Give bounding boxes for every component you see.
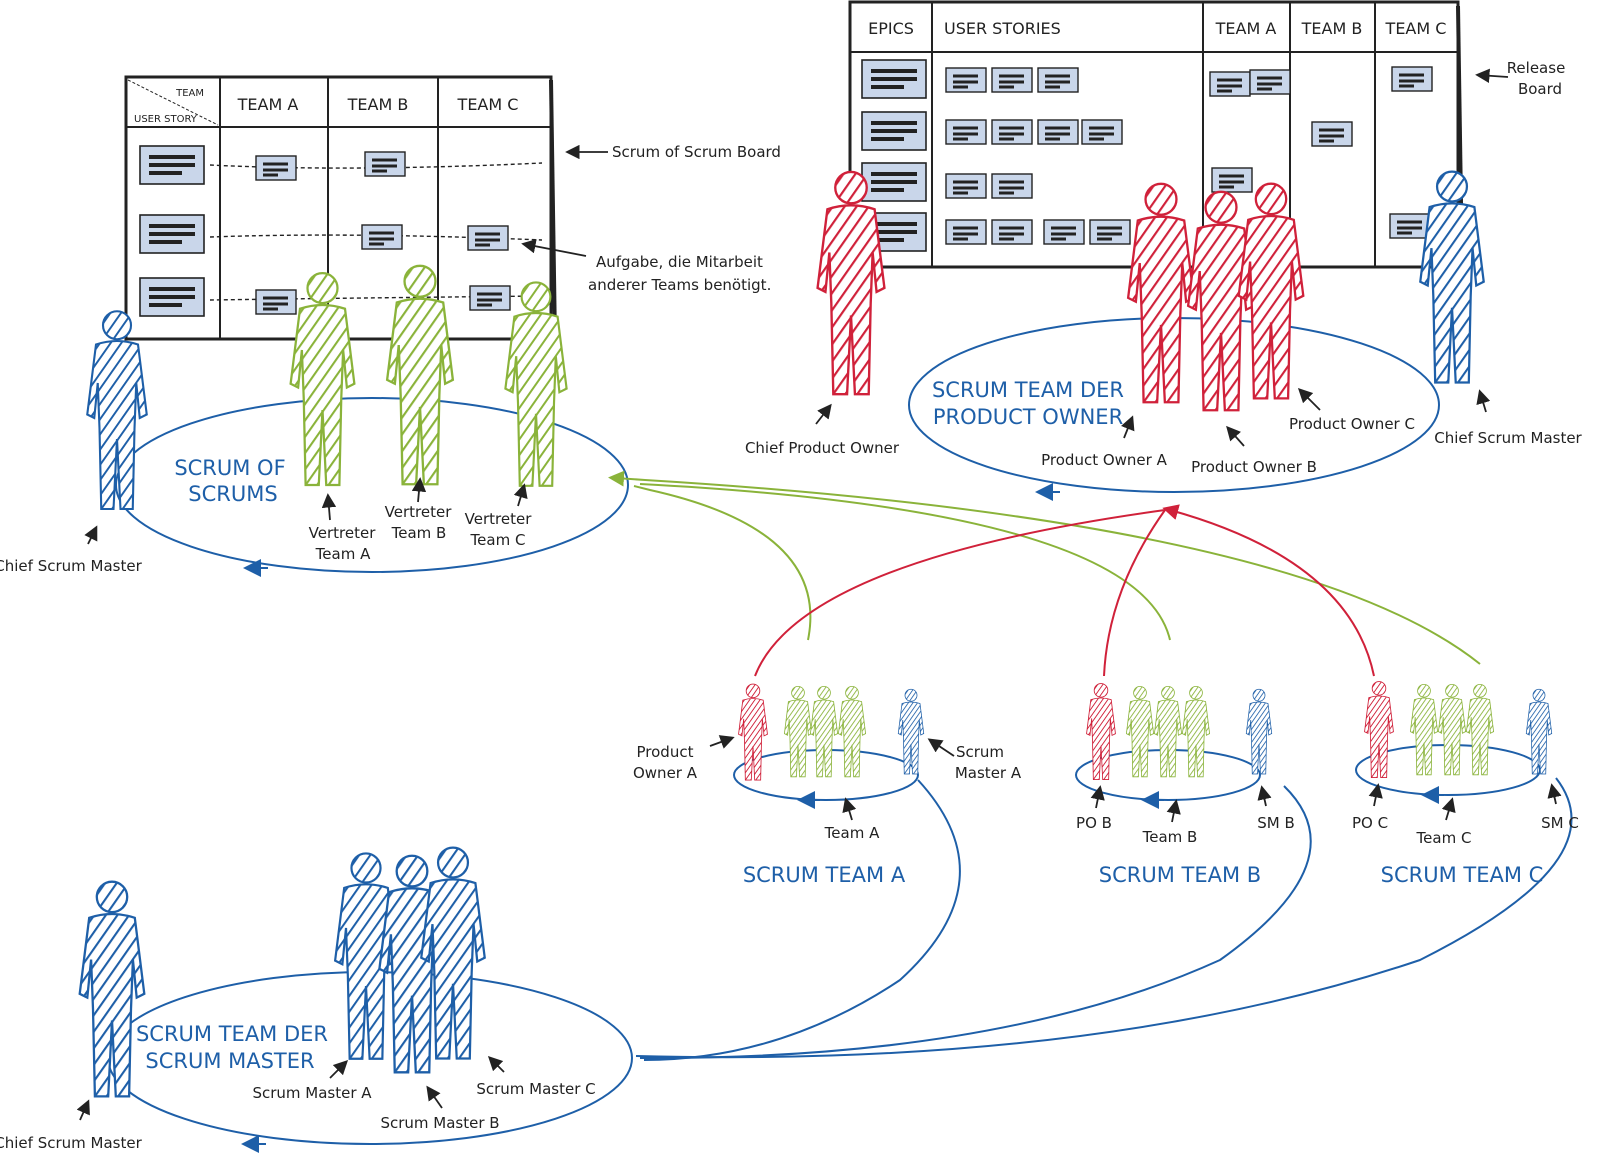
- rep-a-line1: Vertreter: [309, 524, 377, 542]
- sos-col-team-c: TEAM C: [457, 95, 519, 114]
- team-a-po-line1: Product: [637, 743, 694, 761]
- sos-title-line2: SCRUMS: [188, 482, 277, 506]
- scrum-of-scrums-board: TEAM USER STORY TEAM A TEAM B TEAM C: [124, 75, 557, 341]
- sos-col-team-b: TEAM B: [347, 95, 409, 114]
- task-note-line1: Aufgabe, die Mitarbeit: [596, 253, 763, 271]
- chief-scrum-master-figure-bottom: [78, 880, 146, 1098]
- team-b-sm-figure: [1245, 688, 1273, 775]
- po-b-label: Product Owner B: [1191, 458, 1317, 476]
- team-a-sm-line1: Scrum: [956, 743, 1004, 761]
- team-b-member-1: [1125, 685, 1155, 778]
- team-a-team-label: Team A: [824, 824, 880, 842]
- chief-sm-right-label: Chief Scrum Master: [1434, 429, 1582, 447]
- team-a-sm-line2: Master A: [955, 764, 1022, 782]
- rep-c-line2: Team C: [470, 531, 526, 549]
- board-corner-user-story: USER STORY: [134, 114, 198, 125]
- scrum-team-c: PO C Team C SM C SCRUM TEAM C: [635, 681, 1579, 1059]
- po-team-title-line1: SCRUM TEAM DER: [932, 378, 1124, 402]
- rep-b-line2: Team B: [391, 524, 447, 542]
- team-a-po-line2: Owner A: [633, 764, 698, 782]
- team-b-sm-label: SM B: [1257, 814, 1295, 832]
- po-c-label: Product Owner C: [1289, 415, 1415, 433]
- po-team-circle: SCRUM TEAM DER PRODUCT OWNER: [908, 317, 1440, 501]
- rb-col-epics: EPICS: [868, 19, 914, 38]
- team-c-team-label: Team C: [1416, 829, 1472, 847]
- team-c-sm-label: SM C: [1541, 814, 1579, 832]
- release-board-label-line1: Release: [1507, 59, 1566, 77]
- scrum-team-a: Product Owner A Scrum Master A Team A SC…: [633, 683, 1022, 1061]
- sm-b-label: Scrum Master B: [380, 1114, 499, 1132]
- team-c-member-1: [1409, 683, 1439, 776]
- chief-po-label: Chief Product Owner: [745, 439, 900, 457]
- board-corner-team: TEAM: [175, 88, 204, 99]
- team-a-member-1: [783, 685, 813, 778]
- sos-title-line1: SCRUM OF: [174, 456, 285, 480]
- sm-team-title-line2: SCRUM MASTER: [145, 1049, 314, 1073]
- task-note-line2: anderer Teams benötigt.: [588, 276, 771, 294]
- team-a-po-figure: [738, 683, 768, 781]
- team-b-po-figure: [1086, 683, 1116, 781]
- release-board-label-line2: Board: [1518, 80, 1562, 98]
- team-c-title: SCRUM TEAM C: [1381, 863, 1544, 887]
- team-b-title: SCRUM TEAM B: [1099, 863, 1261, 887]
- connection-lines: [608, 470, 1481, 677]
- team-c-po-figure: [1364, 681, 1394, 779]
- team-c-member-3: [1465, 683, 1495, 776]
- team-c-member-2: [1437, 683, 1467, 776]
- rb-col-team-b: TEAM B: [1301, 19, 1363, 38]
- rb-col-team-a: TEAM A: [1215, 19, 1277, 38]
- sos-chief-label: Chief Scrum Master: [0, 557, 143, 575]
- rb-col-user-stories: USER STORIES: [944, 19, 1061, 38]
- rep-b-line1: Vertreter: [385, 503, 453, 521]
- po-team-title-line2: PRODUCT OWNER: [933, 405, 1123, 429]
- sm-team-title-line1: SCRUM TEAM DER: [136, 1022, 328, 1046]
- team-c-sm-figure: [1525, 688, 1553, 775]
- sos-board-label: Scrum of Scrum Board: [612, 143, 781, 161]
- po-a-label: Product Owner A: [1041, 451, 1167, 469]
- sos-col-team-a: TEAM A: [237, 95, 299, 114]
- sm-c-label: Scrum Master C: [476, 1080, 595, 1098]
- scrum-team-b: PO B Team B SM B SCRUM TEAM B: [639, 683, 1312, 1060]
- sm-team-chief-label: Chief Scrum Master: [0, 1134, 143, 1152]
- scrum-of-scrums-circle: SCRUM OF SCRUMS: [115, 397, 629, 577]
- sm-a-label: Scrum Master A: [252, 1084, 372, 1102]
- rep-c-line1: Vertreter: [465, 510, 533, 528]
- rb-col-team-c: TEAM C: [1385, 19, 1447, 38]
- team-b-member-3: [1181, 685, 1211, 778]
- team-c-po-label: PO C: [1352, 814, 1388, 832]
- team-a-member-2: [809, 685, 839, 778]
- team-b-po-label: PO B: [1076, 814, 1112, 832]
- team-b-member-2: [1153, 685, 1183, 778]
- rep-a-line2: Team A: [315, 545, 371, 563]
- team-a-member-3: [837, 685, 867, 778]
- team-b-team-label: Team B: [1142, 828, 1198, 846]
- team-a-title: SCRUM TEAM A: [743, 863, 906, 887]
